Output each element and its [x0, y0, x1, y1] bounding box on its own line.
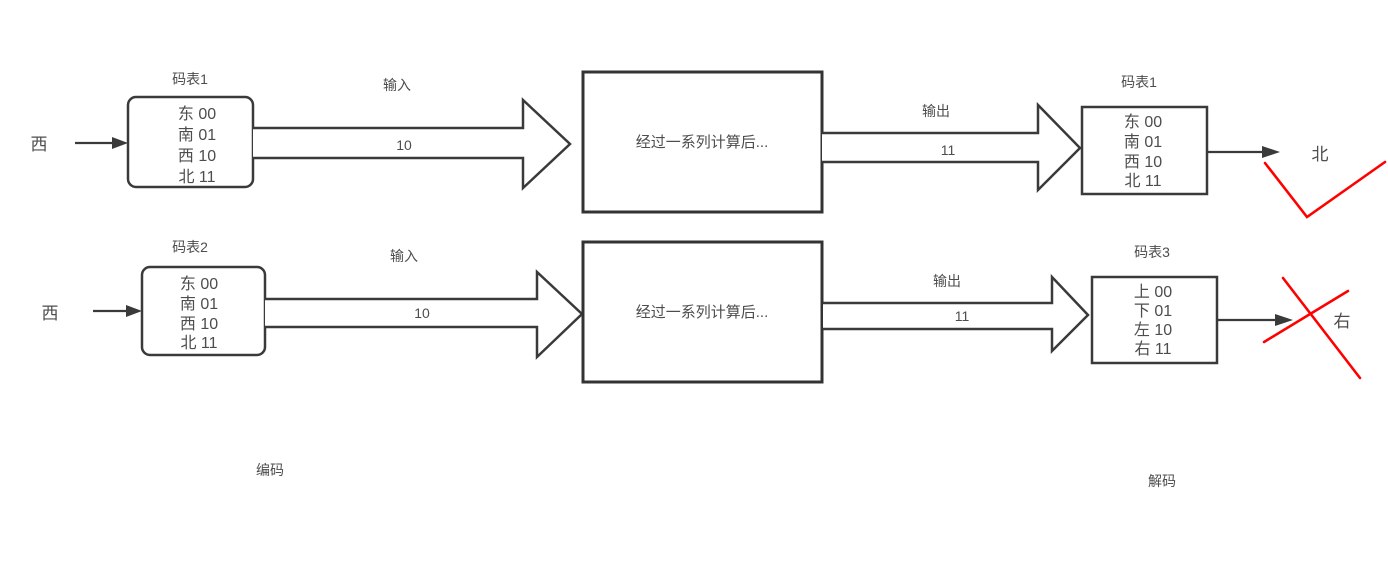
row2-right-code-table-box — [1090, 275, 1219, 365]
row1-output-code-value: 11 — [941, 142, 956, 158]
row2-process-label: 经过一系列计算后... — [636, 303, 769, 321]
row2-output-code-value: 11 — [955, 308, 970, 324]
row1-input-block-arrow-icon — [253, 97, 572, 191]
table-row: 北 11 — [1124, 172, 1161, 190]
row2-right-table-rows: 上 00 下 01 左 10 右 11 — [1134, 283, 1172, 358]
table-row: 上 00 — [1134, 283, 1172, 301]
row2-left-table-title: 码表2 — [172, 239, 208, 255]
row2-process-box — [581, 240, 824, 384]
table-row: 南 01 — [178, 126, 216, 144]
row1-input-arrow-label: 输入 — [383, 77, 411, 93]
row1-right-code-table-box — [1080, 105, 1209, 196]
row1-source-arrow-icon — [112, 137, 128, 149]
row1-right-table-rows: 东 00 南 01 西 10 北 11 — [1124, 113, 1162, 190]
row2-output-arrow-label: 输出 — [933, 273, 961, 289]
row1-left-table-rows: 东 00 南 01 西 10 北 11 — [178, 105, 216, 186]
table-row: 东 00 — [178, 105, 216, 123]
row1-left-table-title: 码表1 — [172, 71, 208, 87]
diagram-row-2: 西 码表2 东 00 南 01 西 10 北 11 输入 10 经过一系列计算后… — [42, 239, 1362, 384]
row2-result-char: 右 — [1334, 312, 1351, 331]
encode-section-label: 编码 — [256, 462, 284, 478]
table-row: 东 00 — [180, 275, 218, 293]
row2-source-arrow-icon — [126, 305, 142, 317]
row2-output-block-arrow-icon — [823, 273, 1090, 355]
decode-section-label: 解码 — [1148, 473, 1176, 489]
row1-source-char: 西 — [31, 135, 48, 154]
table-row: 南 01 — [180, 295, 218, 313]
table-row: 西 10 — [180, 316, 218, 333]
row2-source-char: 西 — [42, 304, 59, 323]
table-row: 左 10 — [1134, 321, 1172, 339]
row2-input-code-value: 10 — [414, 305, 430, 321]
incorrect-cross-icon — [1262, 276, 1362, 380]
correct-check-icon — [1263, 160, 1387, 219]
row1-output-block-arrow-icon — [822, 101, 1082, 194]
cross-stroke — [1262, 289, 1350, 344]
row2-input-arrow-label: 输入 — [390, 248, 418, 264]
table-row: 西 10 — [1124, 154, 1162, 171]
row1-result-char: 北 — [1312, 145, 1329, 164]
table-row: 北 11 — [180, 334, 217, 352]
row1-output-arrow-label: 输出 — [922, 103, 950, 119]
table-row: 东 00 — [1124, 113, 1162, 131]
row2-result-arrow-icon — [1275, 314, 1293, 326]
table-row: 南 01 — [1124, 133, 1162, 151]
cross-stroke — [1281, 276, 1362, 380]
table-row: 北 11 — [178, 168, 215, 186]
row1-process-box — [581, 70, 824, 214]
diagram-row-1: 西 码表1 东 00 南 01 西 10 北 11 输入 10 经过一系列计算后… — [31, 70, 1387, 219]
row1-input-code-value: 10 — [396, 137, 412, 153]
table-row: 西 10 — [178, 148, 216, 165]
row2-left-table-rows: 东 00 南 01 西 10 北 11 — [180, 275, 218, 352]
table-row: 右 11 — [1134, 340, 1171, 358]
row2-right-table-title: 码表3 — [1134, 244, 1170, 260]
row1-process-label: 经过一系列计算后... — [636, 133, 769, 151]
row1-result-arrow-icon — [1262, 146, 1280, 158]
table-row: 下 01 — [1134, 303, 1172, 320]
row1-right-table-title: 码表1 — [1121, 74, 1157, 90]
